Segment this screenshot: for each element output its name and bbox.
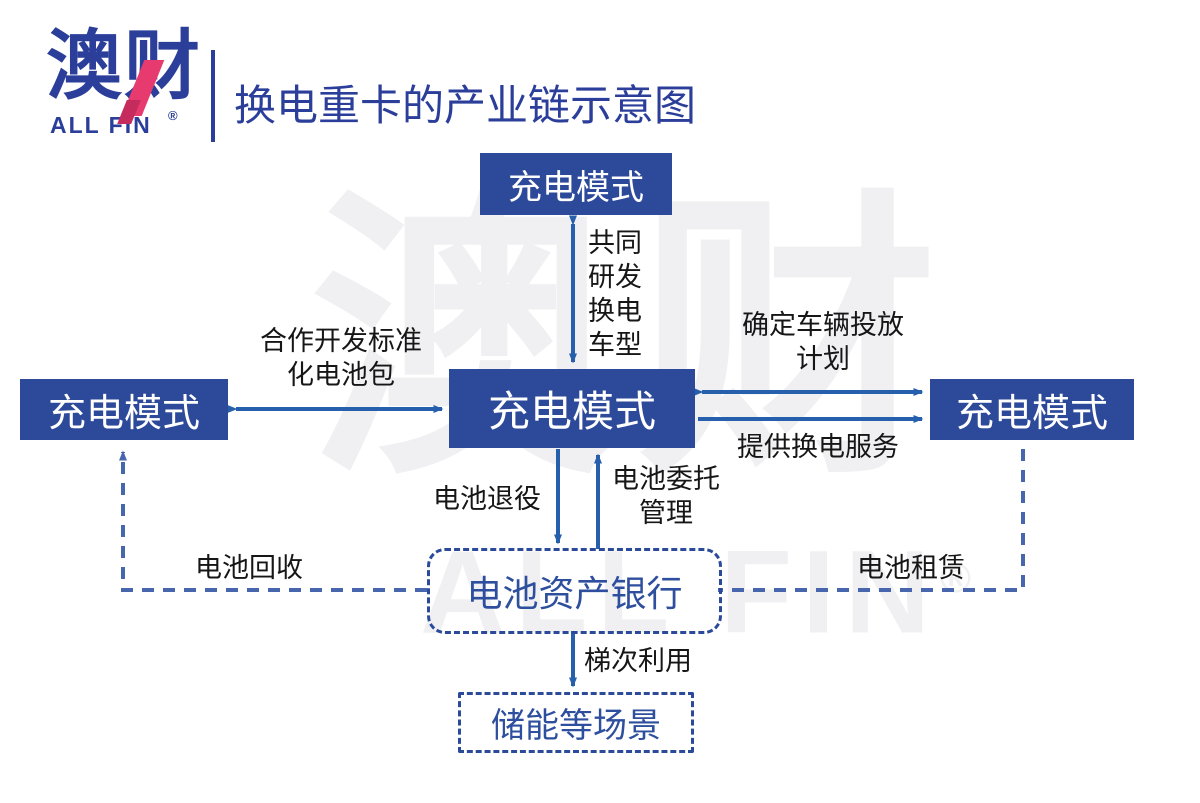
brand-logo-subtext: ALL FIN — [50, 112, 152, 138]
watermark-registered-icon: ® — [940, 554, 972, 601]
node-energy-storage-scenarios: 储能等场景 — [458, 692, 694, 753]
node-right-charging-mode: 充电模式 — [930, 379, 1134, 440]
node-battery-asset-bank: 电池资产银行 — [427, 548, 722, 634]
edge-label-battery-lease: 电池租赁 — [857, 553, 965, 583]
edge-label-vehicle-plan: 确定车辆投放计划 — [742, 310, 904, 374]
node-top-charging-mode: 充电模式 — [480, 153, 672, 215]
edge-label-battery-retire: 电池退役 — [433, 484, 541, 514]
brand-logo: 澳财 — [46, 24, 202, 109]
edge-label-battery-recycle: 电池回收 — [195, 553, 303, 583]
node-center-charging-mode: 充电模式 — [449, 369, 695, 448]
edge-label-coop-battery-pack: 合作开发标准化电池包 — [260, 326, 422, 390]
edge-label-cascade-use: 梯次利用 — [584, 646, 692, 676]
header-divider — [211, 50, 215, 142]
page-title: 换电重卡的产业链示意图 — [234, 82, 697, 129]
edge-battery-recycle-dashed — [119, 450, 427, 592]
edge-label-battery-entrust: 电池委托管理 — [612, 464, 720, 528]
edge-label-joint-dev: 共同研发换电车型 — [588, 228, 642, 360]
edge-label-swap-service: 提供换电服务 — [737, 432, 899, 462]
registered-trademark-icon: ® — [168, 108, 178, 123]
edge-battery-lease-dashed — [718, 449, 1025, 592]
node-left-charging-mode: 充电模式 — [20, 379, 228, 440]
